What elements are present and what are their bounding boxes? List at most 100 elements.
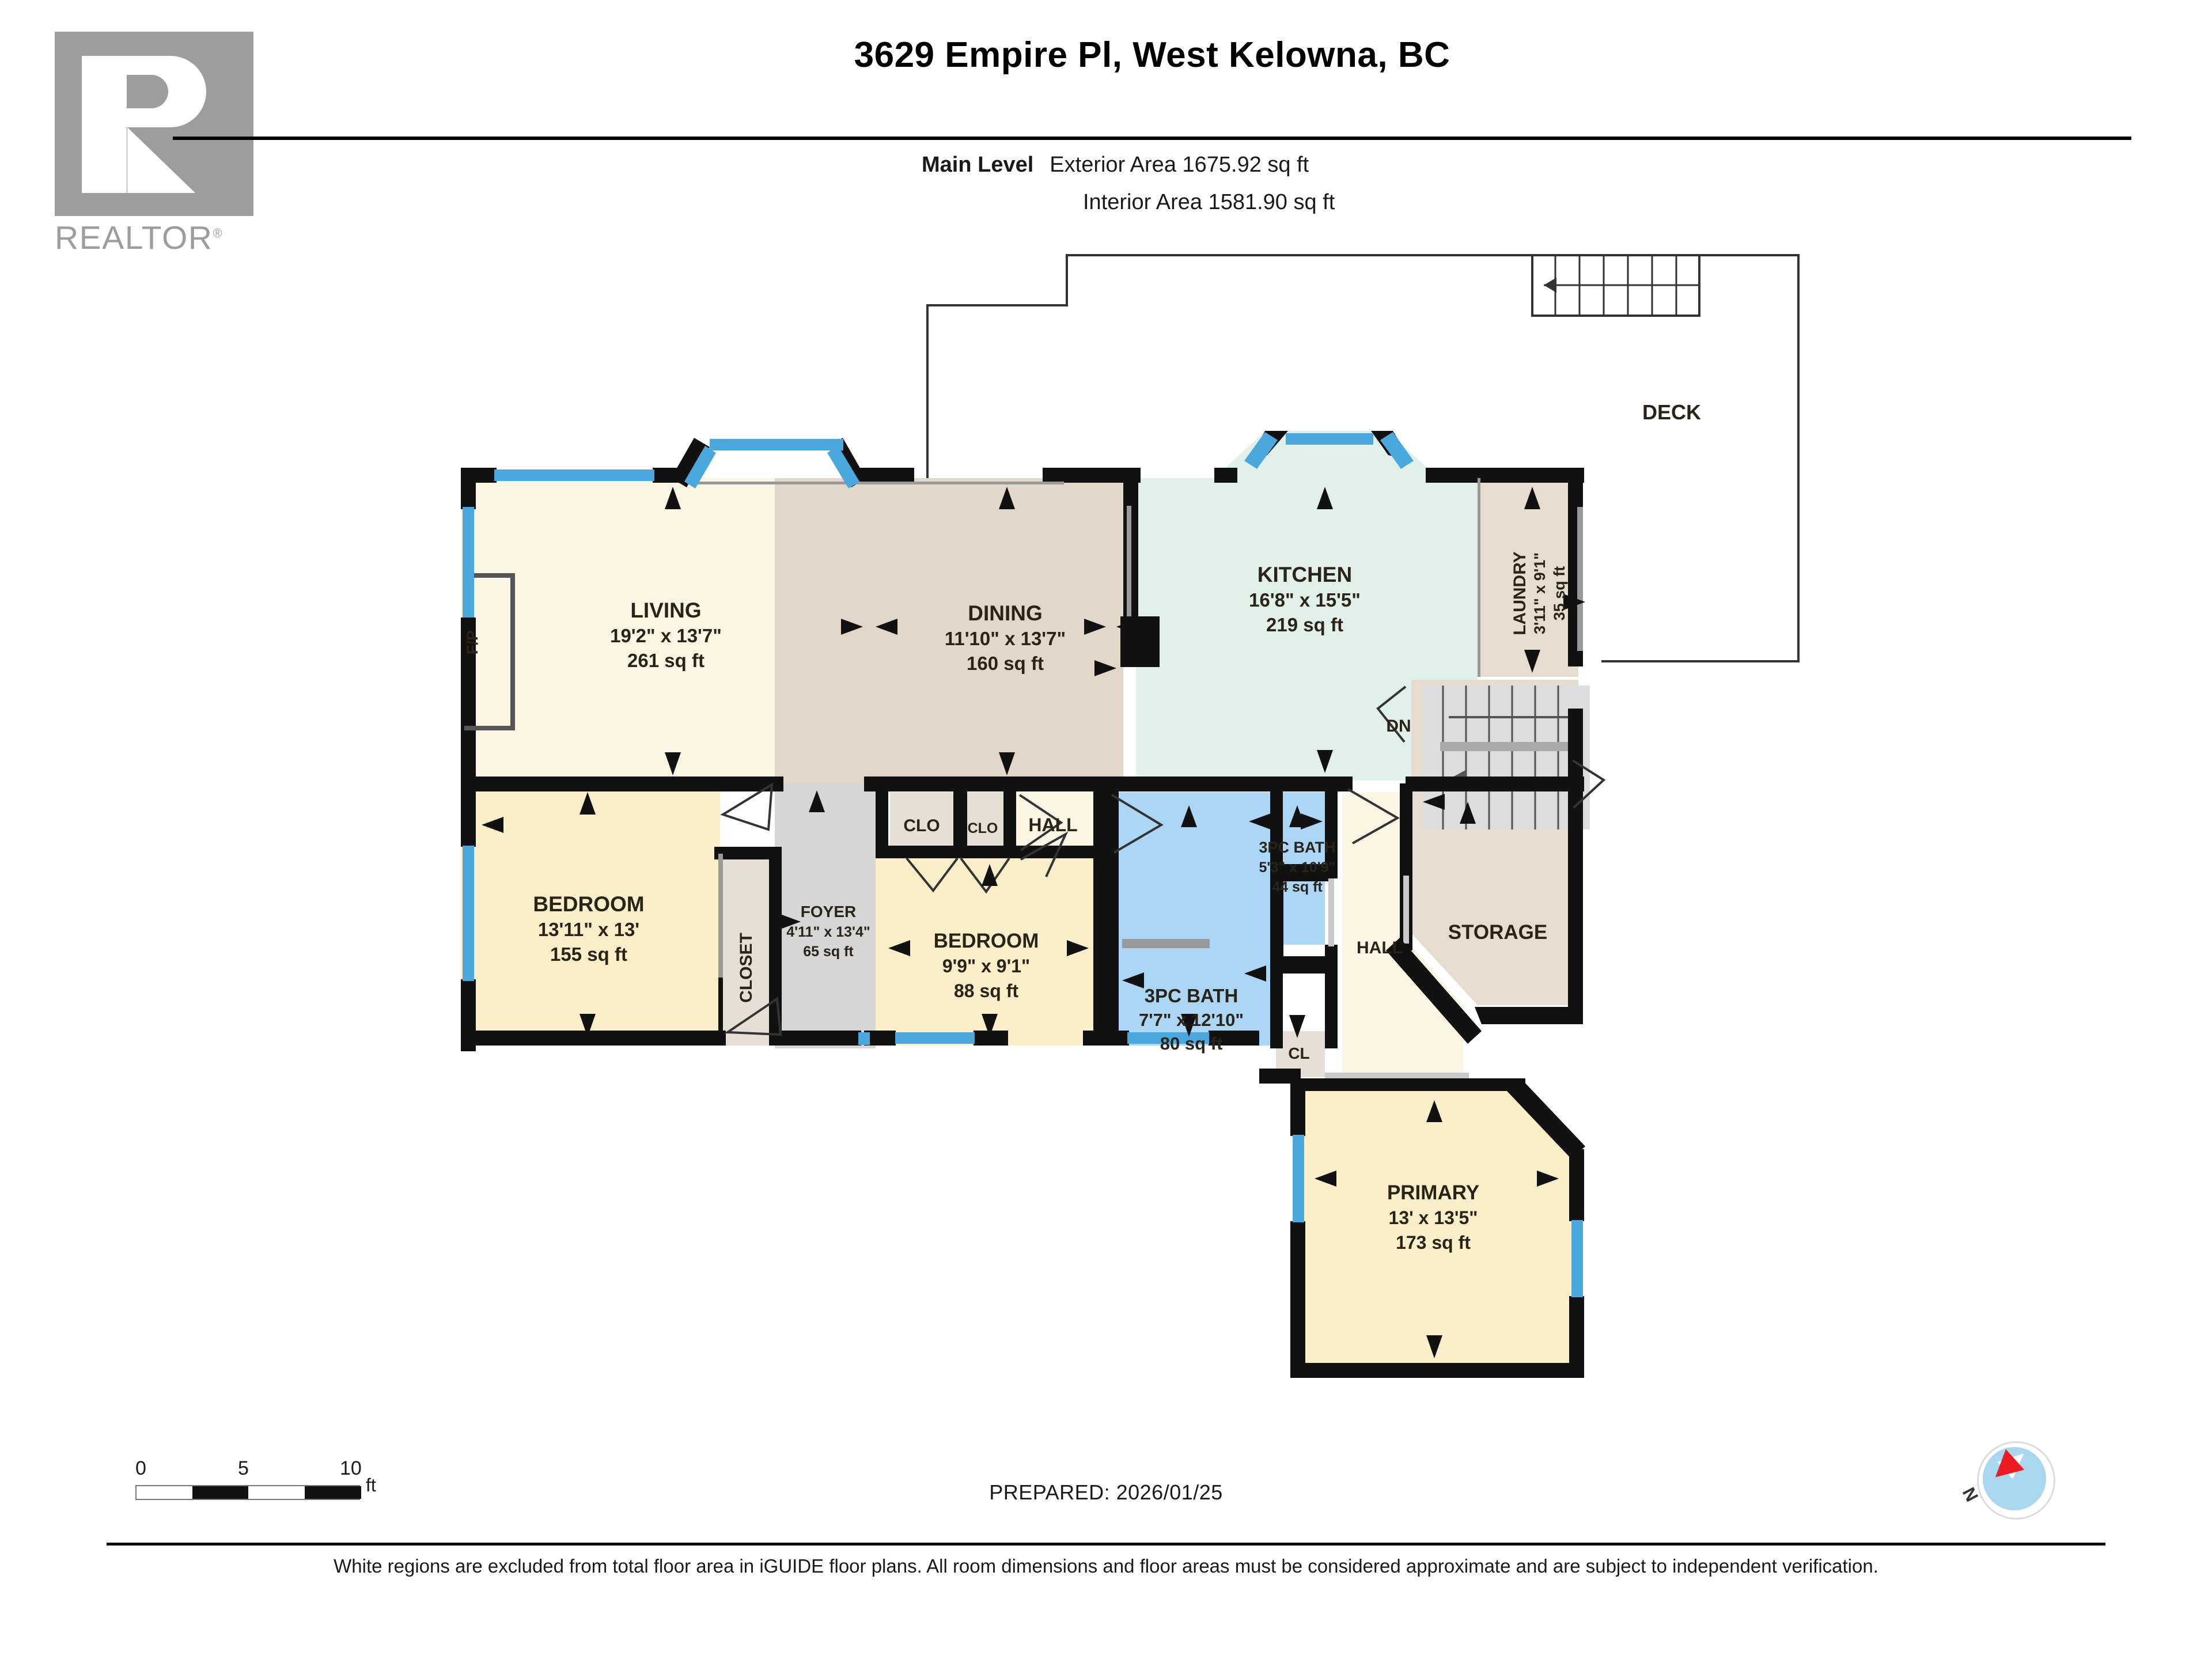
room-fill-laundry bbox=[1478, 478, 1578, 677]
room-fill-bedroom1 bbox=[461, 783, 720, 1046]
room-name: DINING bbox=[968, 601, 1043, 625]
page-header: REALTOR® 3629 Empire Pl, West Kelowna, B… bbox=[0, 0, 2212, 256]
windows bbox=[463, 432, 1583, 1297]
room-dims: 5'3" x 10'9" bbox=[1259, 859, 1336, 876]
room-fill-foyer bbox=[775, 783, 876, 1048]
window bbox=[1286, 433, 1373, 445]
compass-rose: N bbox=[1959, 1434, 2068, 1532]
window bbox=[710, 439, 843, 450]
room-dims: 16'8" x 15'5" bbox=[1249, 589, 1361, 611]
scale-unit-label: ft bbox=[366, 1475, 376, 1495]
room-dims: 13' x 13'5" bbox=[1389, 1207, 1478, 1228]
fireplace-label: F/P bbox=[464, 630, 481, 654]
room-area: 80 sq ft bbox=[1160, 1033, 1223, 1054]
room-area: 261 sq ft bbox=[627, 650, 704, 671]
interior-area-label: Interior Area 1581.90 sq ft bbox=[1083, 190, 1335, 214]
window bbox=[684, 446, 716, 488]
room-fill-cl bbox=[1276, 1031, 1325, 1077]
room-label-storage: STORAGE bbox=[1448, 921, 1547, 944]
room-label-bedroom2: BEDROOM 9'9" x 9'1" 88 sq ft bbox=[934, 930, 1039, 1001]
room-fill-storage bbox=[1411, 792, 1578, 1005]
room-dims: 11'10" x 13'7" bbox=[945, 628, 1066, 649]
scale-tick-0: 0 bbox=[135, 1457, 146, 1479]
room-label-foyer: FOYER 4'11" x 13'4" 65 sq ft bbox=[786, 903, 870, 960]
room-area: 155 sq ft bbox=[550, 944, 627, 965]
room-label-laundry: LAUNDRY 3'11" x 9'1" 35 sq ft bbox=[1510, 551, 1568, 635]
room-label-cl: CL bbox=[1288, 1044, 1309, 1062]
room-label-dining: DINING 11'10" x 13'7" 160 sq ft bbox=[945, 601, 1066, 674]
room-name: CLOSET bbox=[737, 933, 756, 1003]
room-name: BEDROOM bbox=[934, 930, 1039, 952]
window bbox=[1571, 1220, 1583, 1297]
scale-tick-10: 10 bbox=[340, 1457, 362, 1479]
room-label-deck: DECK bbox=[1642, 400, 1701, 424]
disclaimer-text: White regions are excluded from total fl… bbox=[334, 1555, 1878, 1577]
room-name: LIVING bbox=[630, 599, 701, 622]
room-dims: 9'9" x 9'1" bbox=[942, 956, 1030, 976]
stairs-down-label: DN bbox=[1386, 717, 1411, 736]
room-fill-bedroom2 bbox=[876, 853, 1097, 1046]
room-fill-primary bbox=[1298, 1089, 1578, 1377]
room-fill-kitchen bbox=[1136, 431, 1478, 781]
room-label-clo2: CLO bbox=[968, 820, 998, 836]
room-label-closet: CLOSET bbox=[737, 933, 756, 1003]
page-title: 3629 Empire Pl, West Kelowna, BC bbox=[854, 35, 1450, 75]
footer-divider bbox=[107, 1543, 2105, 1546]
window bbox=[827, 446, 859, 488]
room-name: LAUNDRY bbox=[1510, 551, 1529, 635]
room-label-hall2: HALL bbox=[1357, 938, 1403, 957]
room-area: 160 sq ft bbox=[967, 653, 1044, 674]
deck-stairs bbox=[1531, 254, 1700, 317]
room-label-living: LIVING 19'2" x 13'7" 261 sq ft bbox=[610, 599, 722, 671]
title-divider bbox=[173, 137, 2131, 140]
room-dims: 7'7" x 12'10" bbox=[1139, 1010, 1244, 1030]
interior-stairs bbox=[1423, 685, 1590, 830]
room-label-bath1: 3PC BATH 7'7" x 12'10" 80 sq ft bbox=[1139, 985, 1244, 1054]
scale-bar: 0 5 10 ft bbox=[135, 1457, 383, 1500]
room-fill-clo1 bbox=[890, 792, 956, 853]
room-area: 65 sq ft bbox=[803, 944, 854, 960]
door-swings bbox=[720, 685, 1606, 1036]
realtor-wordmark: REALTOR® bbox=[55, 219, 297, 257]
room-label-bedroom1: BEDROOM 13'11" x 13' 155 sq ft bbox=[533, 892, 644, 965]
level-label: Main Level bbox=[922, 153, 1034, 177]
room-dims: 4'11" x 13'4" bbox=[786, 924, 870, 940]
window bbox=[463, 846, 474, 981]
window bbox=[1293, 1135, 1304, 1222]
room-name: KITCHEN bbox=[1257, 563, 1352, 586]
room-fill-closet bbox=[720, 853, 775, 1046]
orientation-arrows bbox=[482, 487, 1585, 1358]
window bbox=[858, 1032, 870, 1045]
realtor-word-text: REALTOR bbox=[55, 219, 213, 256]
window bbox=[1380, 432, 1414, 469]
room-label-bath2: 3PC BATH 5'3" x 10'9" 44 sq ft bbox=[1259, 839, 1335, 895]
window bbox=[494, 469, 654, 481]
registered-mark: ® bbox=[213, 226, 224, 240]
room-labels: LIVING 19'2" x 13'7" 261 sq ft DINING 11… bbox=[464, 400, 1701, 1253]
room-fill-hall1 bbox=[1005, 792, 1097, 853]
fireplace-marker: F/P bbox=[464, 630, 481, 654]
room-name: PRIMARY bbox=[1387, 1181, 1479, 1204]
room-dims: 3'11" x 9'1" bbox=[1531, 552, 1548, 634]
window bbox=[895, 1032, 975, 1044]
room-dims: 13'11" x 13' bbox=[538, 919, 639, 940]
room-name: BEDROOM bbox=[533, 892, 644, 916]
room-fill-living bbox=[461, 478, 775, 783]
room-fill-dining bbox=[775, 478, 1123, 783]
room-area: 173 sq ft bbox=[1396, 1232, 1471, 1253]
room-fill-clo2 bbox=[967, 792, 1005, 853]
prepared-date: PREPARED: 2026/01/25 bbox=[989, 1480, 1223, 1504]
level-summary: Main Level Exterior Area 1675.92 sq ft bbox=[922, 153, 1309, 177]
room-area: 219 sq ft bbox=[1266, 614, 1343, 635]
realtor-logo: REALTOR® bbox=[55, 32, 262, 262]
window bbox=[1244, 432, 1278, 469]
room-dims: 19'2" x 13'7" bbox=[610, 625, 722, 646]
realtor-r-mark bbox=[55, 32, 253, 216]
exterior-area-label: Exterior Area 1675.92 sq ft bbox=[1050, 153, 1309, 177]
room-area: 35 sq ft bbox=[1551, 566, 1568, 621]
room-label-primary: PRIMARY 13' x 13'5" 173 sq ft bbox=[1387, 1181, 1479, 1253]
title-block: 3629 Empire Pl, West Kelowna, BC bbox=[115, 35, 2131, 75]
scale-tick-5: 5 bbox=[238, 1457, 249, 1479]
room-area: 44 sq ft bbox=[1272, 879, 1323, 895]
